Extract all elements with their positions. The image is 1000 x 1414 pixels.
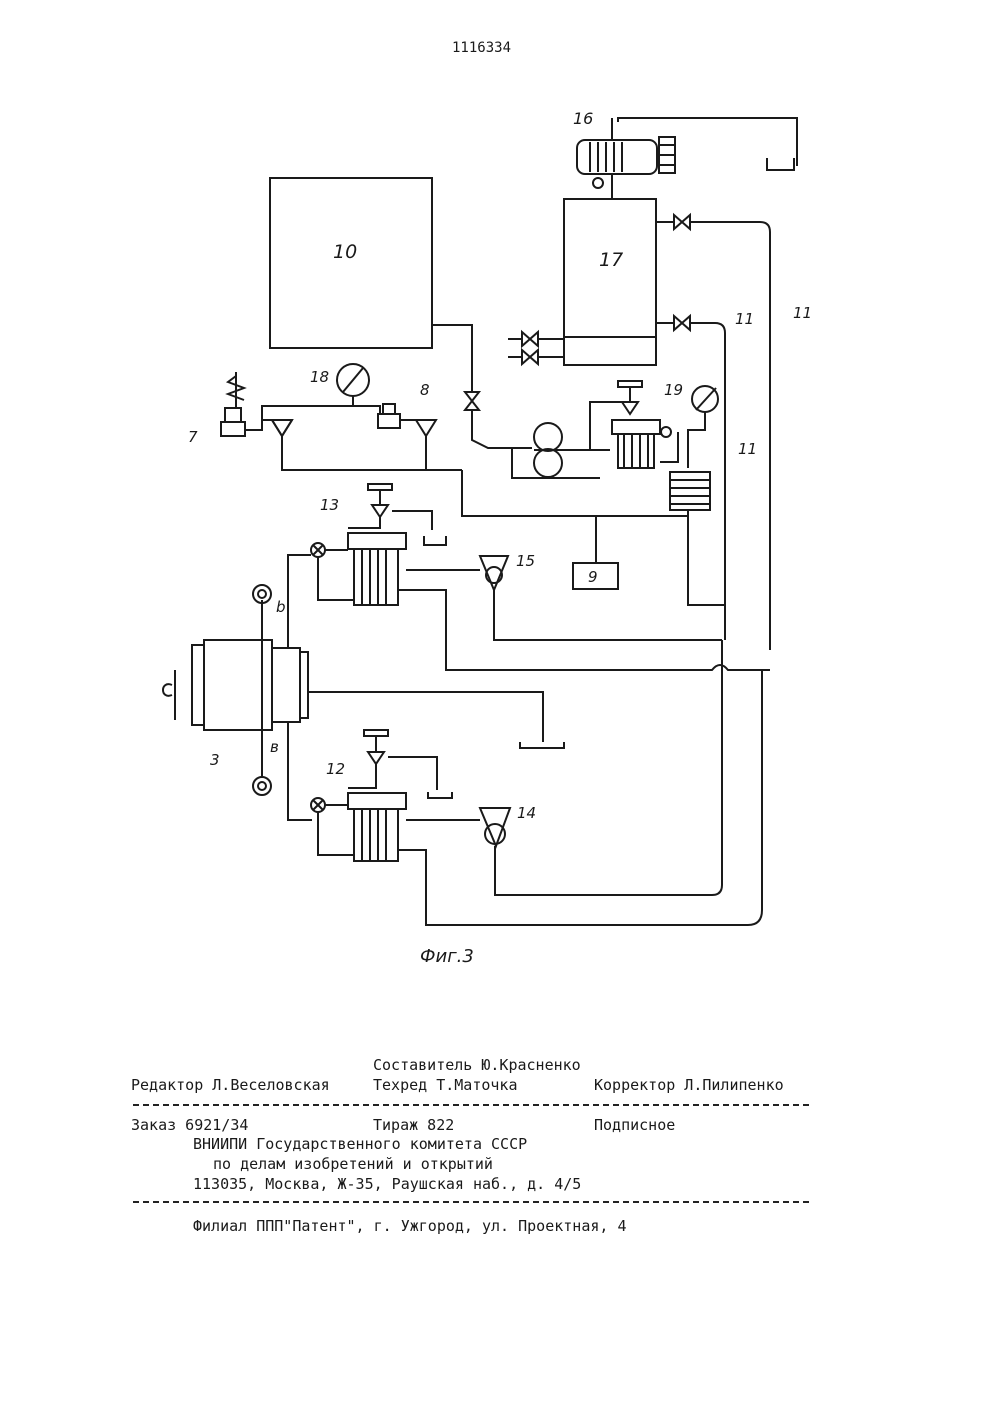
label-b: b <box>276 598 286 616</box>
label-11-a: 11 <box>735 310 754 328</box>
label-8-top: 8 <box>420 381 430 399</box>
separator-top <box>133 1104 809 1106</box>
label-15: 15 <box>516 552 535 570</box>
label-19: 19 <box>664 381 683 399</box>
circulation-line: Тираж 822 <box>373 1116 454 1134</box>
branch-line: Филиал ППП"Патент", г. Ужгород, ул. Прое… <box>193 1217 626 1235</box>
address-line: 113035, Москва, Ж-35, Раушская наб., д. … <box>193 1175 581 1193</box>
hydraulic-schematic-figure: 10 17 16 18 8 7 19 11 11 11 13 15 9 b в … <box>0 0 1000 1000</box>
separator-bottom <box>133 1201 809 1203</box>
figure-caption: Фиг.3 <box>420 946 474 967</box>
label-11-c: 11 <box>738 440 757 458</box>
org-line-1: ВНИИПИ Государственного комитета СССР <box>193 1135 527 1153</box>
label-11-b: 11 <box>793 304 812 322</box>
order-line: Заказ 6921/34 <box>131 1116 248 1134</box>
corrector-line: Корректор Л.Пилипенко <box>594 1076 784 1094</box>
label-3: 3 <box>210 751 220 769</box>
block-10 <box>270 178 432 348</box>
label-16: 16 <box>573 109 593 128</box>
label-13: 13 <box>320 496 339 514</box>
label-12: 12 <box>326 760 345 778</box>
label-17: 17 <box>599 249 623 271</box>
label-18: 18 <box>310 368 329 386</box>
org-line-2: по делам изобретений и открытий <box>213 1155 493 1173</box>
label-10: 10 <box>333 241 357 263</box>
label-v: в <box>270 738 279 756</box>
label-7: 7 <box>188 428 198 446</box>
compiler-line: Составитель Ю.Красненко <box>373 1056 581 1074</box>
label-9: 9 <box>588 568 598 586</box>
label-14: 14 <box>517 804 536 822</box>
subscription-line: Подписное <box>594 1116 675 1134</box>
block-17-tank <box>564 199 656 365</box>
techred-line: Техред Т.Маточка <box>373 1076 518 1094</box>
editor-line: Редактор Л.Веселовская <box>131 1076 330 1094</box>
